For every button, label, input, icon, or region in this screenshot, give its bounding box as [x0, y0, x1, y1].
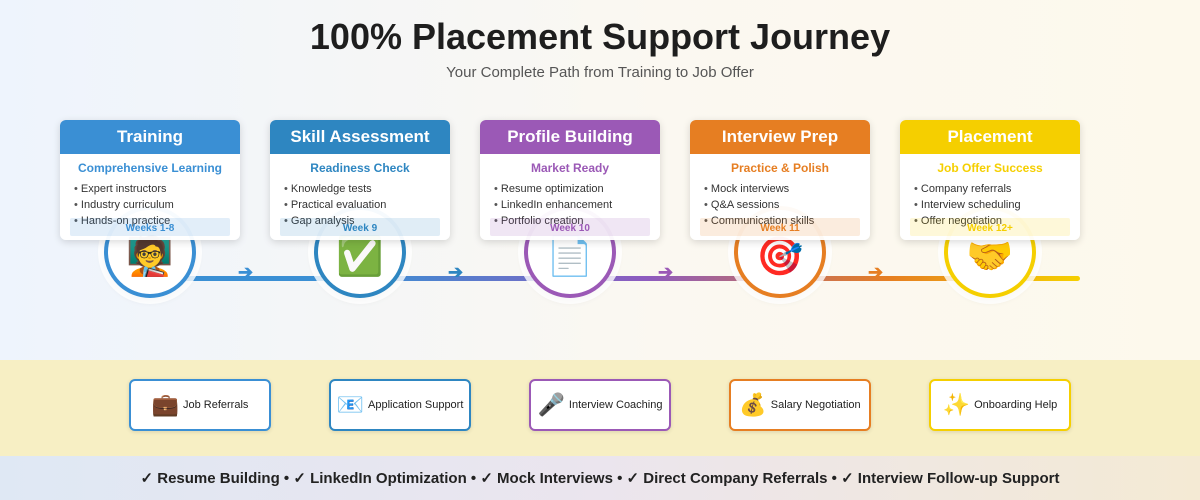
stage-items: Resume optimizationLinkedIn enhancementP…	[494, 181, 660, 229]
stage-title: Training	[60, 120, 240, 154]
stage-subtitle: Readiness Check	[310, 161, 410, 175]
target-icon: 🎯	[756, 236, 804, 278]
page-subtitle: Your Complete Path from Training to Job …	[446, 64, 754, 81]
stage-items: Company referralsInterview schedulingOff…	[914, 181, 1080, 229]
stage-week-badge: Week 9	[280, 218, 440, 236]
stage-subtitle: Comprehensive Learning	[77, 161, 223, 175]
footer-features: ✓ Resume Building • ✓ LinkedIn Optimizat…	[0, 456, 1200, 500]
stage-item: Industry curriculum	[74, 197, 240, 213]
stage-week-badge: Week 12+	[910, 218, 1070, 236]
service-label: Salary Negotiation	[770, 399, 861, 411]
stage-item: Resume optimization	[494, 181, 660, 197]
arrow-right-icon: ➔	[238, 262, 254, 282]
money-bag-icon: 💰	[739, 392, 767, 417]
service-onboarding-help: ✨Onboarding Help	[929, 379, 1071, 431]
stage-item: Hands-on practice	[74, 213, 240, 229]
stage-item: LinkedIn enhancement	[494, 197, 660, 213]
stage-item: Mock interviews	[704, 181, 870, 197]
arrow-right-icon: ➔	[658, 262, 674, 282]
microphone-icon: 🎤	[537, 392, 565, 417]
stage-week-badge: Week 10	[490, 218, 650, 236]
arrow-right-icon: ➔	[448, 262, 464, 282]
service-interview-coaching: 🎤Interview Coaching	[529, 379, 671, 431]
service-job-referrals: 💼Job Referrals	[129, 379, 271, 431]
envelope-icon: 📧	[336, 392, 364, 417]
briefcase-icon: 💼	[151, 392, 179, 417]
stage-subtitle: Practice & Polish	[730, 161, 830, 175]
stage-title: Placement	[900, 120, 1080, 154]
stage-item: Offer negotiation	[914, 213, 1080, 229]
stage-item: Practical evaluation	[284, 197, 450, 213]
service-label: Onboarding Help	[974, 399, 1058, 411]
stage-subtitle: Market Ready	[530, 161, 610, 175]
stage-week-badge: Weeks 1-8	[70, 218, 230, 236]
document-icon: 📄	[546, 236, 594, 278]
stage-items: Mock interviewsQ&A sessionsCommunication…	[704, 181, 870, 229]
stage-item: Interview scheduling	[914, 197, 1080, 213]
service-application-support: 📧 Application Support	[329, 379, 471, 431]
stage-title: Interview Prep	[690, 120, 870, 154]
stage-items: Expert instructorsIndustry curriculumHan…	[74, 181, 240, 229]
stage-title: Profile Building	[480, 120, 660, 154]
arrow-right-icon: ➔	[868, 262, 884, 282]
stage-item: Portfolio creation	[494, 213, 660, 229]
stage-item: Gap analysis	[284, 213, 450, 229]
stage-item: Q&A sessions	[704, 197, 870, 213]
stage-week-badge: Week 11	[700, 218, 860, 236]
stage-subtitle: Job Offer Success	[937, 161, 1043, 175]
handshake-icon: 🤝	[966, 236, 1014, 278]
stage-item: Knowledge tests	[284, 181, 450, 197]
service-label: Application Support	[368, 399, 464, 411]
service-label: Interview Coaching	[568, 399, 663, 411]
sparkles-icon: ✨	[942, 392, 971, 417]
stage-item: Company referrals	[914, 181, 1080, 197]
page-title: 100% Placement Support Journey	[309, 16, 891, 57]
stage-title: Skill Assessment	[270, 120, 450, 154]
service-salary-negotiation: 💰Salary Negotiation	[729, 379, 871, 431]
teacher-icon: 🧑‍🏫	[126, 236, 174, 278]
stage-item: Communication skills	[704, 213, 870, 229]
stage-item: Expert instructors	[74, 181, 240, 197]
service-label: Job Referrals	[182, 399, 249, 411]
checkmark-icon: ✅	[336, 236, 384, 278]
stage-items: Knowledge testsPractical evaluationGap a…	[284, 181, 450, 229]
